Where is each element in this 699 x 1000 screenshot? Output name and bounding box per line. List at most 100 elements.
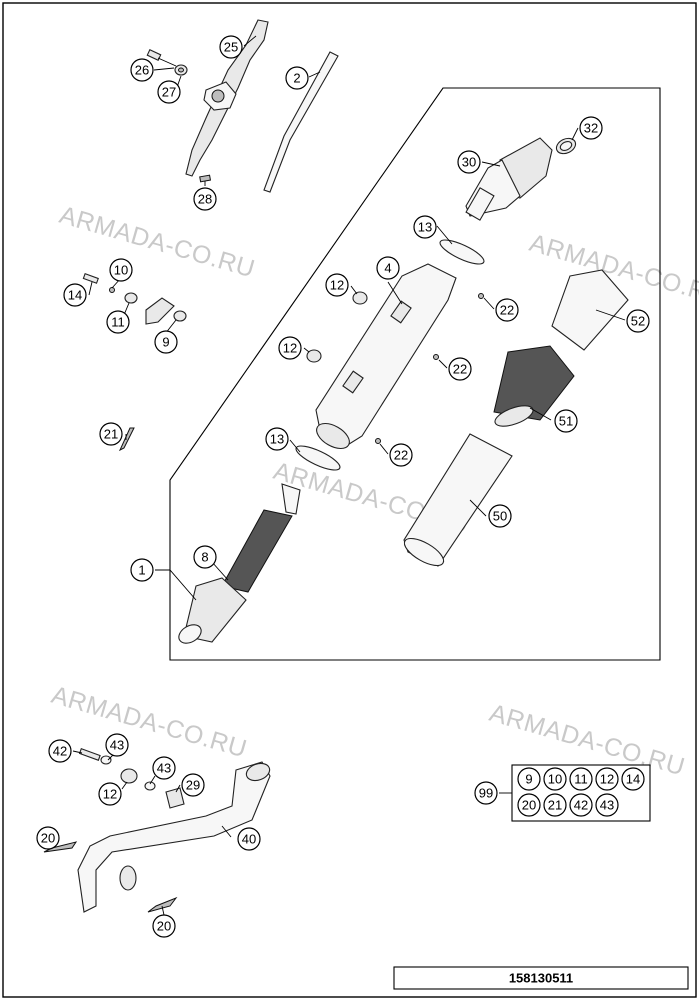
svg-text:20: 20 <box>41 831 55 846</box>
kit-item-callout: 14 <box>621 767 645 791</box>
assembly-group-outline <box>169 87 661 661</box>
part-callout: 99 <box>474 781 498 805</box>
kit-item-callout: 20 <box>517 793 541 817</box>
spring-part <box>118 427 135 452</box>
svg-text:13: 13 <box>418 220 432 235</box>
part-callout: 12 <box>98 782 122 806</box>
kit-item-callout: 21 <box>543 793 567 817</box>
kit-contents-box: 9 10 11 12 14 20 21 42 43 <box>511 764 651 822</box>
part-callout: 25 <box>219 35 243 59</box>
svg-text:21: 21 <box>548 798 562 813</box>
link-pipe-part <box>178 483 301 644</box>
part-callout: 28 <box>193 187 217 211</box>
part-callout: 22 <box>448 357 472 381</box>
part-callout: 29 <box>181 773 205 797</box>
svg-text:50: 50 <box>493 509 507 524</box>
part-callout: 4 <box>376 256 400 280</box>
svg-text:2: 2 <box>293 71 300 86</box>
svg-text:1: 1 <box>138 563 145 578</box>
kit-item-callout: 43 <box>595 793 619 817</box>
part-callout: 20 <box>152 914 176 938</box>
part-callout: 13 <box>413 215 437 239</box>
part-callout: 2 <box>285 66 309 90</box>
svg-text:12: 12 <box>330 278 344 293</box>
part-callout: 43 <box>105 733 129 757</box>
svg-text:12: 12 <box>283 341 297 356</box>
svg-text:9: 9 <box>162 335 169 350</box>
part-callout: 11 <box>106 310 130 334</box>
clamp-ring-part <box>555 137 577 155</box>
part-callout: 9 <box>154 330 178 354</box>
svg-text:25: 25 <box>224 40 238 55</box>
svg-text:12: 12 <box>600 772 614 787</box>
end-cap-part <box>465 137 553 221</box>
svg-text:52: 52 <box>631 314 645 329</box>
svg-text:10: 10 <box>548 772 562 787</box>
screw-part <box>375 293 484 444</box>
svg-text:22: 22 <box>394 448 408 463</box>
part-callout: 52 <box>626 309 650 333</box>
doc-number: 158130511 <box>509 971 573 986</box>
part-callout: 26 <box>130 58 154 82</box>
o-ring-part <box>439 239 485 265</box>
gasket-strip-part <box>263 51 339 193</box>
svg-text:43: 43 <box>600 798 614 813</box>
svg-text:9: 9 <box>525 772 532 787</box>
svg-text:42: 42 <box>53 744 67 759</box>
part-callout: 50 <box>488 504 512 528</box>
svg-text:21: 21 <box>104 427 118 442</box>
part-callout: 12 <box>325 273 349 297</box>
small-hardware-part <box>82 273 187 325</box>
header-pipe-part <box>77 761 271 913</box>
muffler-cover-part <box>403 433 513 567</box>
svg-text:42: 42 <box>574 798 588 813</box>
svg-text:20: 20 <box>522 798 536 813</box>
watermark: ARMADA-CO.RU <box>48 681 250 764</box>
washer-part <box>174 64 188 76</box>
svg-text:27: 27 <box>162 85 176 100</box>
svg-text:11: 11 <box>111 315 125 330</box>
bracket-part <box>185 19 269 177</box>
part-callout: 20 <box>36 826 60 850</box>
svg-text:11: 11 <box>574 772 588 787</box>
silencer-body-part <box>315 263 457 450</box>
svg-text:8: 8 <box>201 550 208 565</box>
kit-item-callout: 11 <box>569 767 593 791</box>
part-callout: 12 <box>278 336 302 360</box>
part-callout: 27 <box>157 80 181 104</box>
doc-number-box: 158130511 <box>393 966 689 990</box>
part-callout: 40 <box>237 827 261 851</box>
part-callout: 13 <box>265 427 289 451</box>
svg-text:40: 40 <box>242 832 256 847</box>
svg-text:22: 22 <box>453 362 467 377</box>
part-callout: 14 <box>63 283 87 307</box>
svg-text:29: 29 <box>186 778 200 793</box>
kit-item-callout: 42 <box>569 793 593 817</box>
part-callout: 8 <box>193 545 217 569</box>
part-callout: 22 <box>495 298 519 322</box>
part-callout: 30 <box>457 150 481 174</box>
svg-text:20: 20 <box>157 919 171 934</box>
kit-item-callout: 12 <box>595 767 619 791</box>
part-callout: 43 <box>152 756 176 780</box>
part-callout: 51 <box>554 409 578 433</box>
svg-text:22: 22 <box>500 303 514 318</box>
outer-sleeve-part <box>551 269 629 351</box>
kit-item-callout: 9 <box>517 767 541 791</box>
svg-text:12: 12 <box>103 787 117 802</box>
svg-text:13: 13 <box>270 432 284 447</box>
svg-text:26: 26 <box>135 63 149 78</box>
svg-text:28: 28 <box>198 192 212 207</box>
svg-text:43: 43 <box>157 761 171 776</box>
part-callout: 21 <box>99 422 123 446</box>
svg-text:43: 43 <box>110 738 124 753</box>
part-callout: 32 <box>579 116 603 140</box>
svg-text:14: 14 <box>68 288 82 303</box>
part-callout: 1 <box>130 558 154 582</box>
watermark: ARMADA-CO.RU <box>56 201 258 284</box>
header-hardware-part <box>78 747 185 809</box>
part-callout: 42 <box>48 739 72 763</box>
svg-text:10: 10 <box>114 263 128 278</box>
